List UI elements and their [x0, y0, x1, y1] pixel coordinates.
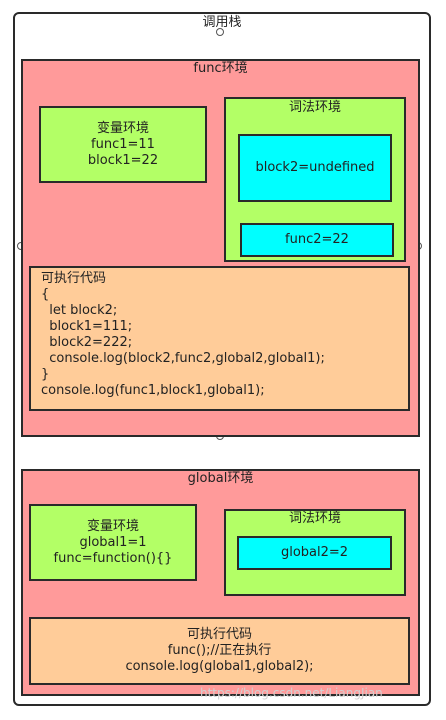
- func-variable-env-line: block1=22: [87, 152, 159, 168]
- func-lexical-block-value: block2=undefined: [255, 160, 375, 175]
- func-lexical-env-title: 词法环境: [288, 100, 341, 115]
- code-line: block2=222;: [41, 335, 133, 350]
- func-lexical-block-box: block2=undefined: [238, 134, 392, 202]
- global-lexical-value-box: global2=2: [237, 536, 392, 570]
- code-line: console.log(block2,func2,global2,global1…: [41, 351, 325, 366]
- func-env-title: func环境: [193, 61, 248, 76]
- resize-handle-top[interactable]: [216, 28, 224, 36]
- global-variable-env-line: global1=1: [79, 534, 147, 550]
- code-line: {: [41, 287, 50, 302]
- func-lexical-func-box: func2=22: [240, 223, 394, 257]
- code-line: console.log(func1,block1,global1);: [41, 383, 265, 398]
- func-lexical-func-value: func2=22: [285, 232, 349, 247]
- func-variable-env-line: func1=11: [91, 136, 155, 152]
- global-env-title: global环境: [187, 471, 254, 486]
- global-lexical-value: global2=2: [280, 545, 349, 560]
- global-executable-code-label: 可执行代码: [186, 627, 252, 642]
- global-variable-env-line: func=function(){}: [53, 550, 173, 566]
- func-executable-code-box: 可执行代码 { let block2; block1=111; block2=2…: [29, 266, 410, 411]
- code-line: func();//正在执行: [167, 643, 272, 658]
- func-variable-env-label: 变量环境: [96, 120, 149, 136]
- func-executable-code-label: 可执行代码: [41, 271, 107, 286]
- call-stack-title: 调用栈: [202, 15, 242, 30]
- code-line: }: [41, 367, 50, 382]
- global-variable-env-label: 变量环境: [86, 518, 139, 534]
- func-variable-env-box: 变量环境 func1=11 block1=22: [39, 106, 207, 183]
- code-line: let block2;: [41, 303, 118, 318]
- global-lexical-env-title: 词法环境: [288, 511, 341, 526]
- global-executable-code-box: 可执行代码 func();//正在执行 console.log(global1,…: [29, 617, 410, 685]
- code-line: block1=111;: [41, 319, 133, 334]
- code-line: console.log(global1,global2);: [125, 659, 314, 674]
- watermark: https://blog.csdn.net/LiangJian: [200, 686, 383, 700]
- global-variable-env-box: 变量环境 global1=1 func=function(){}: [29, 504, 197, 581]
